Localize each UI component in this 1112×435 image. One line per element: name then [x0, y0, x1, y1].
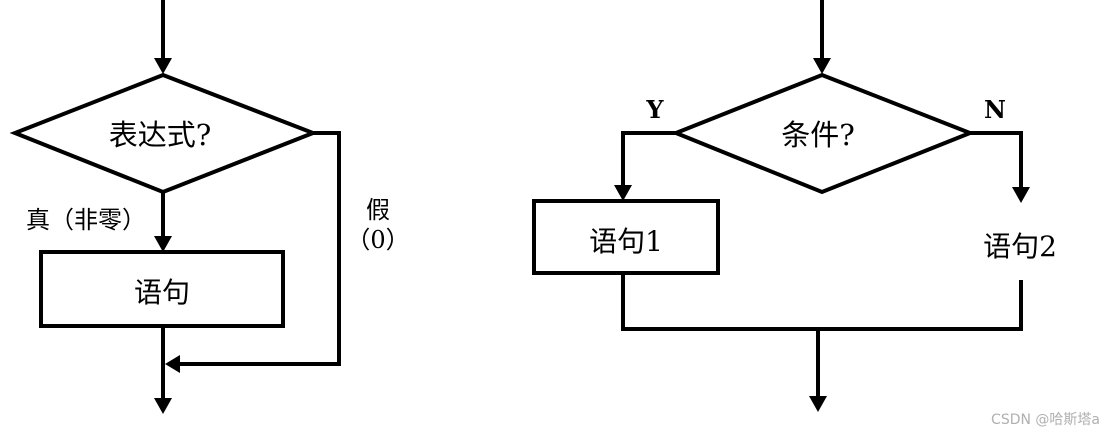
entry-arrowhead [154, 58, 172, 74]
no-branch-line [970, 131, 1023, 190]
statement-box [39, 250, 285, 328]
condition-label: 表达式? [109, 118, 212, 152]
true-branch-arrowhead [154, 236, 172, 252]
no-branch-arrowhead [1012, 187, 1030, 203]
false-branch-path [176, 131, 341, 366]
merge-line [621, 273, 1023, 331]
entry-arrowhead [813, 58, 831, 74]
false-label-top: 假 [366, 196, 390, 224]
yes-branch-line [621, 131, 676, 188]
true-label: 真（非零） [26, 206, 146, 234]
left-flowchart: 表达式? 真（非零） 语句 假 （0） [9, 0, 410, 414]
right-flowchart: 条件? Y N 语句1 语句2 [532, 0, 1057, 412]
condition-label: 条件? [781, 118, 855, 152]
no-label: N [984, 95, 1006, 124]
exit-arrowhead [809, 396, 827, 412]
statement1-box [532, 199, 720, 275]
watermark: CSDN @哈斯塔a [991, 412, 1100, 428]
false-label-bottom: （0） [346, 226, 409, 254]
statement-label: 语句 [134, 276, 190, 309]
yes-label: Y [645, 95, 664, 124]
decision-diamond [670, 72, 976, 195]
yes-branch-arrowhead [614, 185, 632, 201]
statement1-label: 语句1 [589, 225, 663, 258]
statement2-label: 语句2 [983, 230, 1057, 263]
false-branch-arrowhead [165, 355, 180, 373]
exit-arrowhead [154, 398, 172, 414]
